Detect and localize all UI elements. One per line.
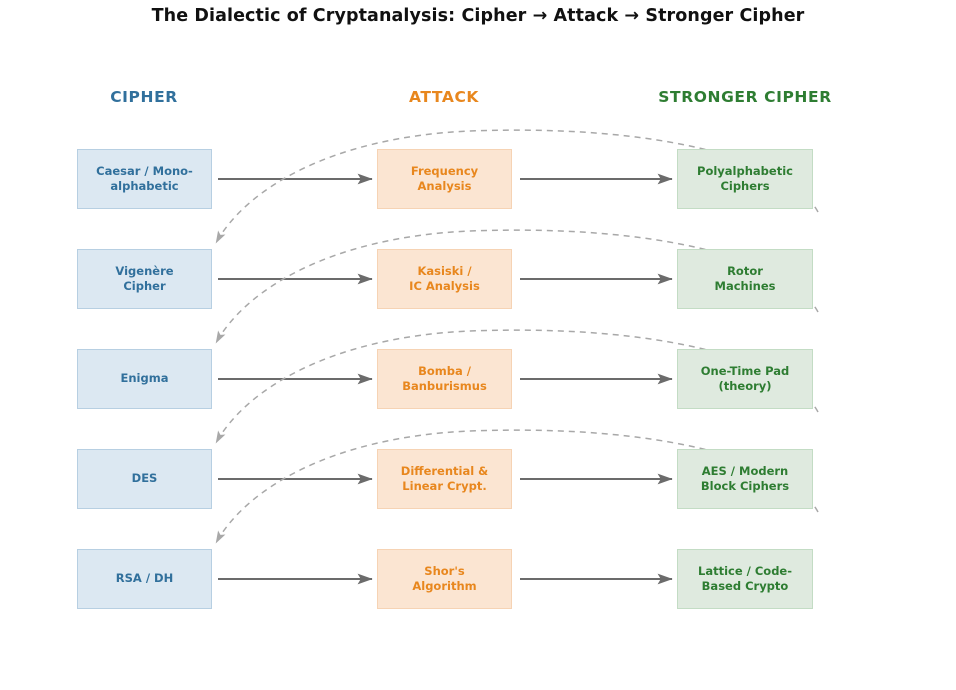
node-cipher-1[interactable]: Caesar / Mono-alphabetic (77, 149, 212, 209)
flow-arrows-attack-to-stronger (520, 173, 673, 585)
node-cipher-5[interactable]: RSA / DH (77, 549, 212, 609)
node-attack-4[interactable]: Differential &Linear Crypt. (377, 449, 512, 509)
node-attack-2[interactable]: Kasiski /IC Analysis (377, 249, 512, 309)
node-attack-3[interactable]: Bomba /Banburismus (377, 349, 512, 409)
column-header-cipher: CIPHER (110, 88, 178, 106)
column-header-attack: ATTACK (408, 88, 480, 106)
node-stronger-5[interactable]: Lattice / Code-Based Crypto (677, 549, 813, 609)
node-stronger-3[interactable]: One-Time Pad(theory) (677, 349, 813, 409)
node-cipher-4[interactable]: DES (77, 449, 212, 509)
flow-arrows-cipher-to-attack (218, 173, 373, 585)
page-title: The Dialectic of Cryptanalysis: Cipher →… (151, 6, 805, 26)
column-header-stronger: STRONGER CIPHER (658, 88, 832, 106)
node-cipher-3[interactable]: Enigma (77, 349, 212, 409)
